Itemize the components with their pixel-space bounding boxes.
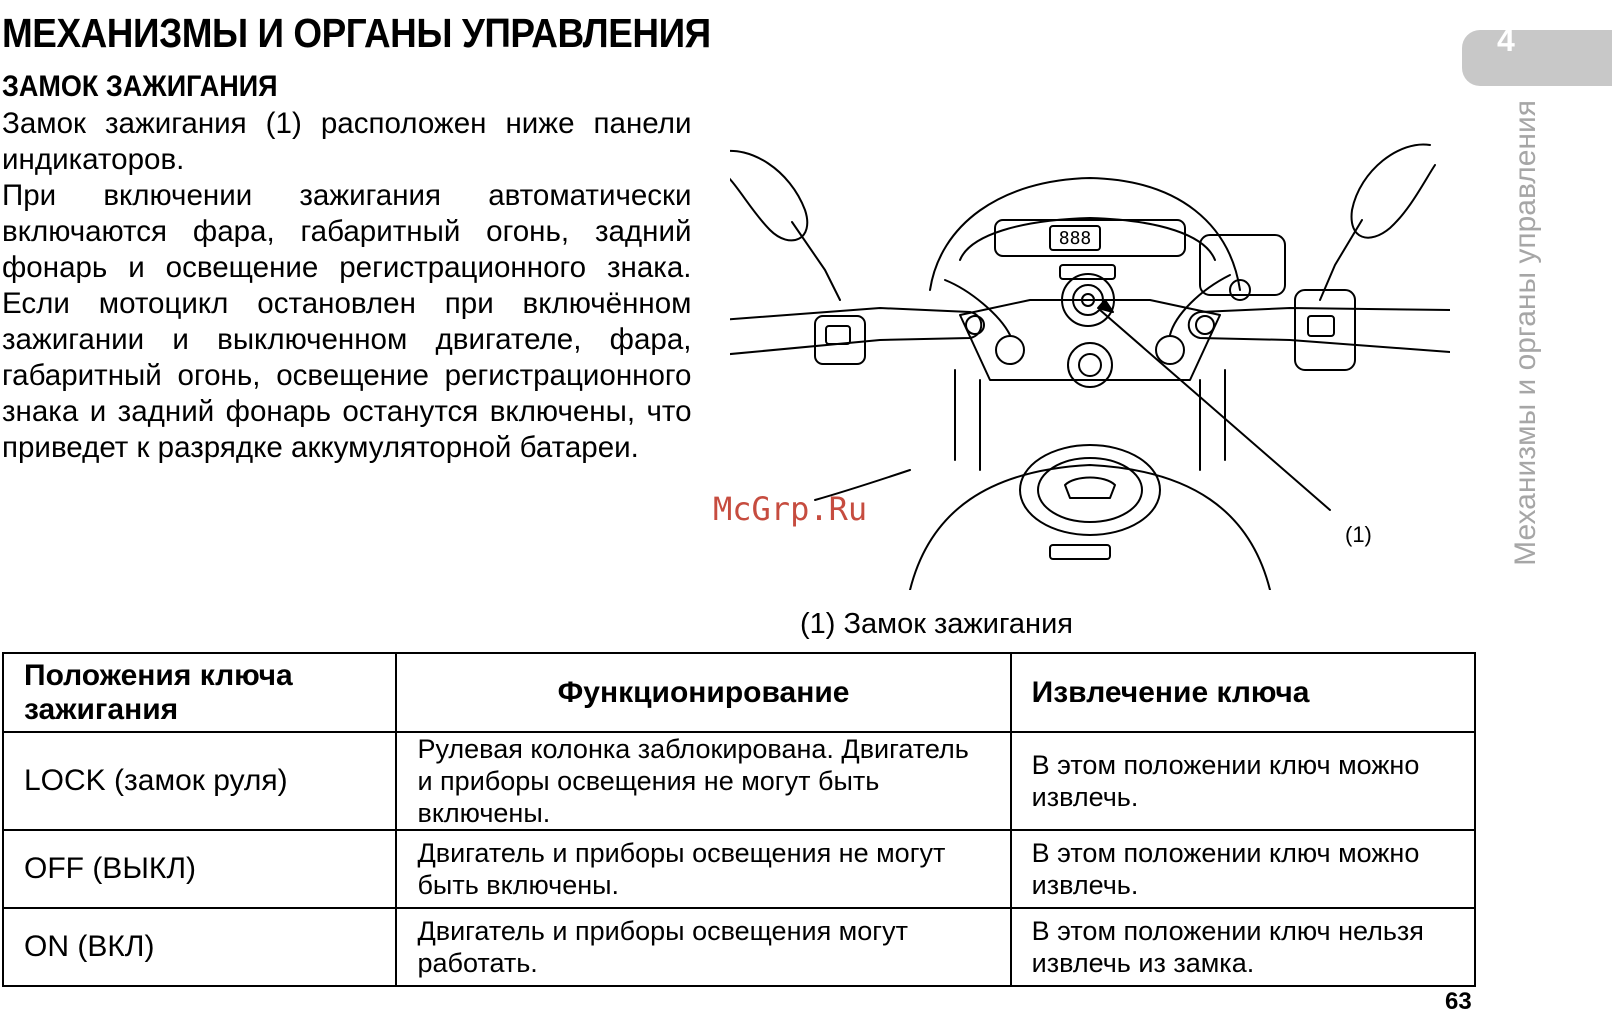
left-mirror-stem bbox=[791, 221, 841, 301]
figure-caption: (1) Замок зажигания bbox=[800, 608, 1073, 640]
key-position-cell: LOCK (замок руля) bbox=[1, 731, 398, 831]
table-row: ON (ВКЛ) Двигатель и приборы освещения м… bbox=[1, 907, 1477, 987]
column-header: Положения ключа зажигания bbox=[1, 652, 398, 733]
instrument-cowl bbox=[929, 177, 1241, 291]
motorcycle-handlebar-illustration: 888 bbox=[730, 143, 1450, 590]
body-text: Замок зажигания (1) расположен ниже пане… bbox=[2, 106, 692, 466]
key-position-cell: ON (ВКЛ) bbox=[1, 907, 398, 987]
right-mirror-stem bbox=[1319, 219, 1363, 301]
svg-text:888: 888 bbox=[1059, 228, 1092, 249]
function-cell: Двигатель и приборы освещения не могут б… bbox=[395, 829, 1012, 909]
instrument-panel bbox=[994, 219, 1186, 257]
key-removal-cell: В этом положении ключ можно извлечь. bbox=[1009, 829, 1477, 909]
key-position-cell: OFF (ВЫКЛ) bbox=[1, 829, 398, 909]
brake-reservoir bbox=[1199, 234, 1286, 296]
right-handlebar bbox=[1187, 307, 1450, 353]
fuel-cap bbox=[1019, 444, 1161, 536]
function-cell: Двигатель и приборы освещения могут рабо… bbox=[395, 907, 1012, 987]
callout-leader bbox=[1099, 309, 1331, 511]
right-mirror bbox=[1350, 143, 1436, 239]
left-mirror bbox=[730, 149, 809, 242]
paragraph: Замок зажигания (1) расположен ниже пане… bbox=[2, 107, 692, 176]
triple-clamp bbox=[959, 299, 1221, 381]
chapter-number: 4 bbox=[1497, 22, 1515, 58]
left-switch bbox=[814, 315, 866, 365]
paragraph: При включении зажигания автоматически вк… bbox=[2, 179, 692, 464]
right-switch bbox=[1294, 289, 1356, 371]
page-title: МЕХАНИЗМЫ И ОРГАНЫ УПРАВЛЕНИЯ bbox=[2, 10, 711, 56]
side-chapter-label: Механизмы и органы управления bbox=[1509, 100, 1542, 566]
table-row: OFF (ВЫКЛ) Двигатель и приборы освещения… bbox=[1, 829, 1477, 909]
fork-tubes bbox=[954, 369, 1226, 471]
column-header: Извлечение ключа bbox=[1009, 652, 1477, 733]
column-header: Функционирование bbox=[395, 652, 1012, 733]
table-header-row: Положения ключа зажигания Функционирован… bbox=[1, 652, 1477, 733]
fuel-tank bbox=[909, 464, 1271, 590]
page-number: 63 bbox=[1445, 988, 1472, 1015]
function-cell: Рулевая колонка заблокирована. Двигатель… bbox=[395, 731, 1012, 831]
key-positions-table: Положения ключа зажигания Функционирован… bbox=[1, 652, 1477, 987]
table-row: LOCK (замок руля) Рулевая колонка заблок… bbox=[1, 731, 1477, 831]
key-removal-cell: В этом положении ключ можно извлечь. bbox=[1009, 731, 1477, 831]
callout-number: (1) bbox=[1345, 522, 1372, 547]
watermark: McGrp.Ru bbox=[713, 490, 868, 528]
chapter-tab bbox=[1462, 30, 1612, 86]
section-title: ЗАМОК ЗАЖИГАНИЯ bbox=[2, 70, 278, 103]
key-removal-cell: В этом положении ключ нельзя извлечь из … bbox=[1009, 907, 1477, 987]
